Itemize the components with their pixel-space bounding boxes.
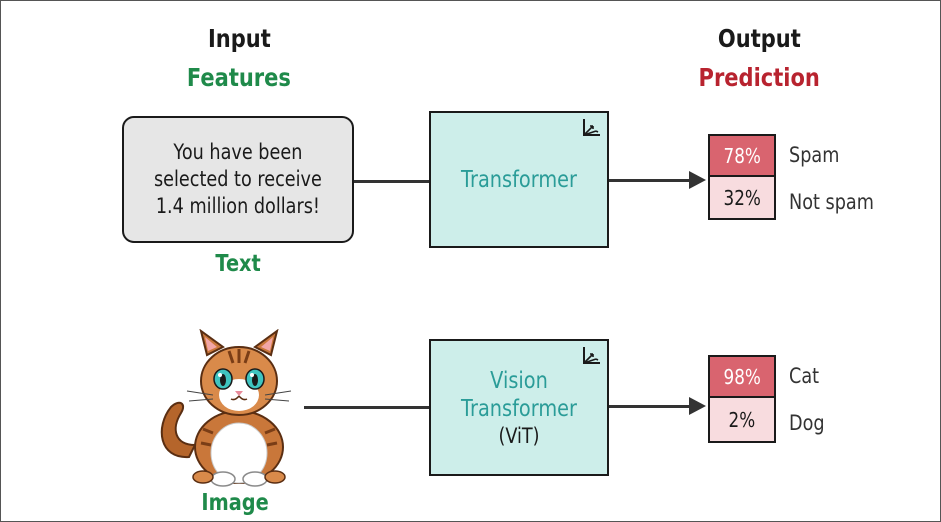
output-header: Output <box>717 24 801 53</box>
text-caption: Text <box>215 251 261 277</box>
message-line: You have been <box>173 140 303 164</box>
connector-line <box>354 180 429 183</box>
class-label: Spam <box>789 143 840 167</box>
text-input-box: You have been selected to receive 1.4 mi… <box>122 116 354 243</box>
vit-box: Vision Transformer (ViT) <box>429 339 609 476</box>
transformer-box: Transformer <box>429 111 609 248</box>
output-arrow-line <box>609 405 691 408</box>
axes-icon <box>583 119 600 136</box>
image-caption: Image <box>201 490 269 516</box>
features-header: Features <box>186 63 292 92</box>
connector-line <box>304 406 429 409</box>
output-arrow-line <box>609 179 691 182</box>
cat-image <box>160 329 292 487</box>
arrowhead-icon <box>689 171 706 189</box>
vit-label: Vision Transformer (ViT) <box>461 367 577 448</box>
prob-cell: 78% <box>708 134 776 177</box>
message-line: selected to receive <box>154 167 322 191</box>
message-line: 1.4 million dollars! <box>155 194 321 218</box>
prob-cell: 32% <box>708 177 776 220</box>
transformer-label: Transformer <box>461 166 577 193</box>
prob-cell: 2% <box>708 398 776 443</box>
class-label: Not spam <box>789 190 874 214</box>
text-input-message: You have been selected to receive 1.4 mi… <box>154 139 322 220</box>
input-header: Input <box>207 24 271 53</box>
arrowhead-icon <box>689 397 706 415</box>
prob-cell: 98% <box>708 355 776 398</box>
vit-sublabel: (ViT) <box>498 423 540 448</box>
prediction-header: Prediction <box>698 63 820 92</box>
class-label: Cat <box>789 364 820 388</box>
class-label: Dog <box>789 411 825 435</box>
axes-icon <box>583 347 600 364</box>
